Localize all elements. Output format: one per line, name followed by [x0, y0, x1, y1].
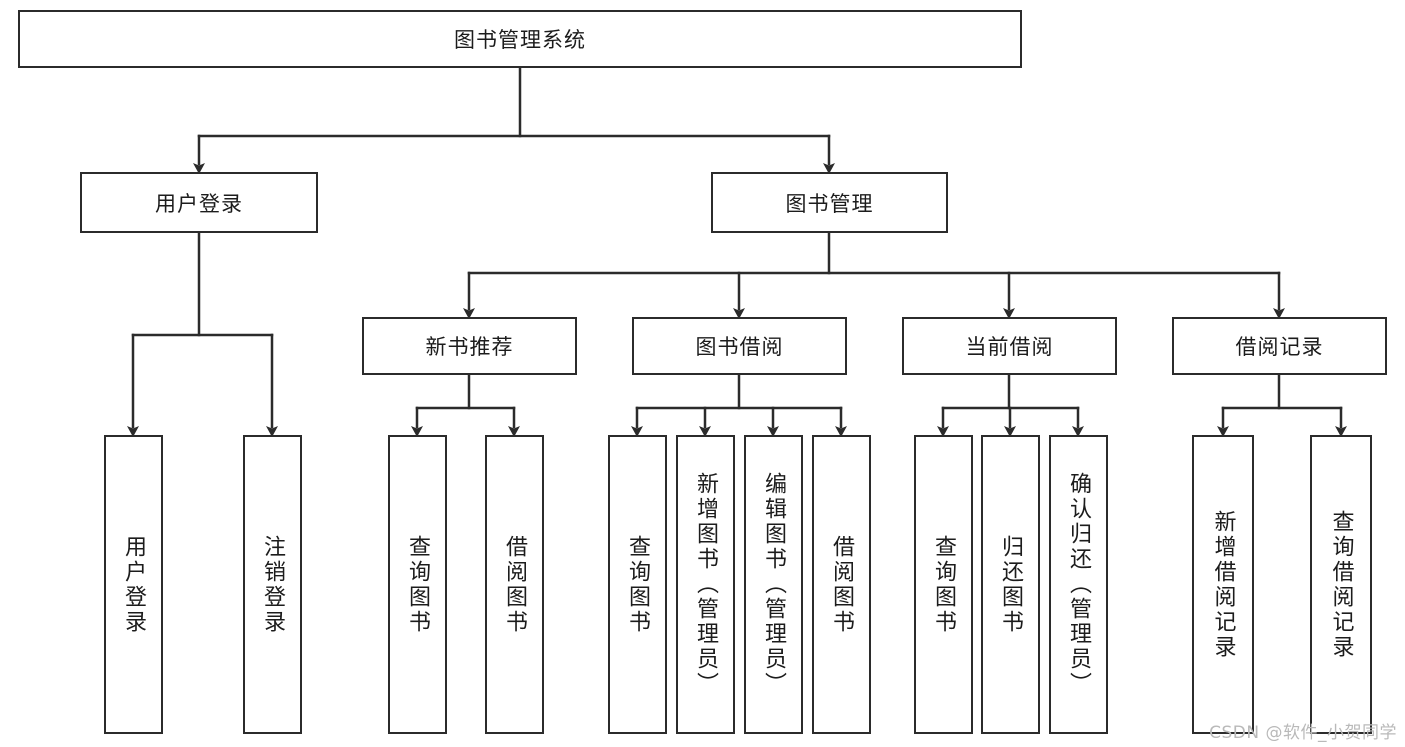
node-leaf-query-book-current[interactable]: 查询图书 [914, 435, 973, 734]
node-leaf-borrow-book-rec-label: 借阅图书 [502, 534, 528, 635]
node-book-manage[interactable]: 图书管理 [711, 172, 948, 233]
node-new-book-recommend[interactable]: 新书推荐 [362, 317, 577, 375]
node-root-label: 图书管理系统 [454, 28, 586, 52]
node-leaf-user-logout-label: 注销登录 [260, 534, 286, 635]
node-leaf-query-book-rec[interactable]: 查询图书 [388, 435, 447, 734]
node-user-login-label: 用户登录 [155, 191, 243, 216]
node-current-borrow[interactable]: 当前借阅 [902, 317, 1117, 375]
node-leaf-user-login-label: 用户登录 [121, 534, 147, 635]
node-leaf-query-borrow-record[interactable]: 查询借阅记录 [1310, 435, 1372, 734]
node-leaf-query-book-current-label: 查询图书 [931, 534, 957, 635]
node-leaf-confirm-return-label: 确认归还（管理员） [1066, 472, 1092, 697]
node-book-borrow-label: 图书借阅 [695, 335, 784, 359]
node-leaf-user-login[interactable]: 用户登录 [104, 435, 163, 734]
node-leaf-add-borrow-record[interactable]: 新增借阅记录 [1192, 435, 1254, 734]
node-leaf-confirm-return[interactable]: 确认归还（管理员） [1049, 435, 1108, 734]
node-leaf-add-book[interactable]: 新增图书（管理员） [676, 435, 735, 734]
node-leaf-user-logout[interactable]: 注销登录 [243, 435, 302, 734]
node-leaf-return-book-label: 归还图书 [998, 534, 1024, 635]
node-leaf-add-book-label: 新增图书（管理员） [693, 472, 719, 697]
node-leaf-add-borrow-record-label: 新增借阅记录 [1210, 509, 1236, 660]
node-leaf-return-book[interactable]: 归还图书 [981, 435, 1040, 734]
node-borrow-record-label: 借阅记录 [1235, 335, 1324, 359]
node-new-book-recommend-label: 新书推荐 [425, 335, 514, 359]
node-borrow-record[interactable]: 借阅记录 [1172, 317, 1387, 375]
node-leaf-query-borrow-record-label: 查询借阅记录 [1328, 509, 1354, 660]
node-leaf-edit-book[interactable]: 编辑图书（管理员） [744, 435, 803, 734]
node-user-login[interactable]: 用户登录 [80, 172, 318, 233]
node-book-manage-label: 图书管理 [785, 191, 874, 216]
node-leaf-borrow-book[interactable]: 借阅图书 [812, 435, 871, 734]
node-root[interactable]: 图书管理系统 [18, 10, 1022, 68]
node-leaf-edit-book-label: 编辑图书（管理员） [761, 472, 787, 697]
node-leaf-borrow-book-label: 借阅图书 [829, 534, 855, 635]
node-book-borrow[interactable]: 图书借阅 [632, 317, 847, 375]
node-leaf-query-book-borrow-label: 查询图书 [625, 534, 651, 635]
node-leaf-borrow-book-rec[interactable]: 借阅图书 [485, 435, 544, 734]
node-leaf-query-book-borrow[interactable]: 查询图书 [608, 435, 667, 734]
node-leaf-query-book-rec-label: 查询图书 [405, 534, 431, 635]
node-current-borrow-label: 当前借阅 [965, 335, 1054, 359]
